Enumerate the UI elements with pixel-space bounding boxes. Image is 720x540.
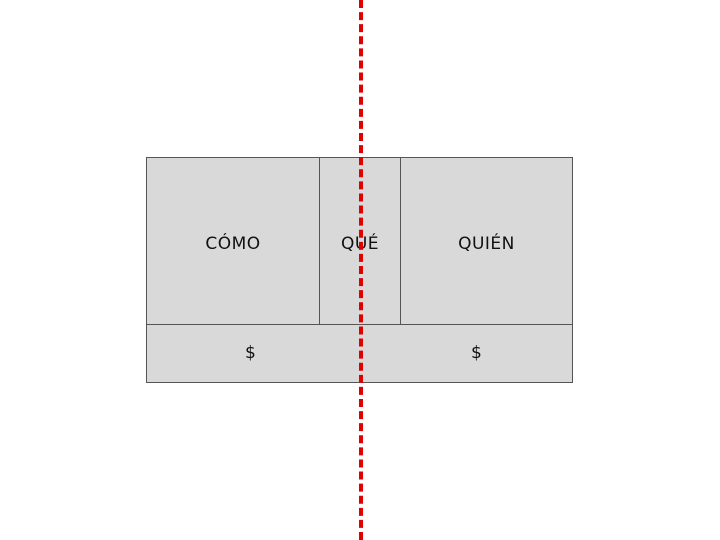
revenue-symbol: $: [471, 343, 482, 363]
cost-symbol: $: [245, 343, 256, 363]
dashed-divider-line: [359, 0, 363, 540]
quien-label: QUIÉN: [458, 234, 515, 254]
como-block: CÓMO: [147, 158, 320, 325]
quien-block: QUIÉN: [401, 158, 572, 325]
como-label: CÓMO: [205, 234, 261, 254]
money-row: $ $: [147, 325, 572, 382]
